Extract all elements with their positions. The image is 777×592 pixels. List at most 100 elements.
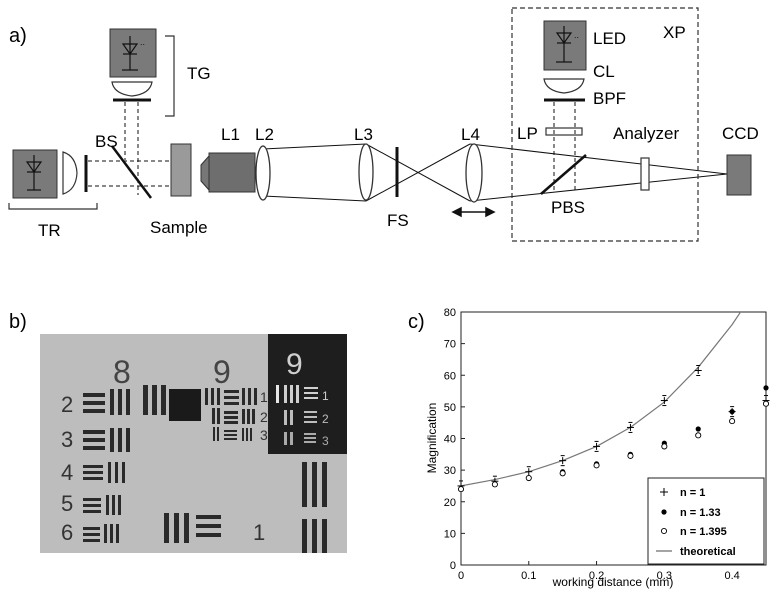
bpf-label: BPF xyxy=(593,89,626,108)
analyzer-label: Analyzer xyxy=(613,124,679,143)
svg-text:1: 1 xyxy=(253,520,265,545)
l4-translation-arrow-icon xyxy=(451,206,496,218)
target-square xyxy=(169,389,201,421)
svg-text:2: 2 xyxy=(322,412,329,426)
point-n1395 xyxy=(525,474,532,482)
point-n1395 xyxy=(593,462,600,469)
y-tick-label: 60 xyxy=(444,370,456,382)
xp-module xyxy=(511,7,699,242)
left-elements: 2 3 4 5 6 xyxy=(61,385,201,545)
y-tick-label: 50 xyxy=(444,402,456,414)
bottom-elements: 1 xyxy=(164,462,327,553)
data-points xyxy=(457,365,770,493)
y-tick-label: 80 xyxy=(444,307,456,319)
x-tick-label: 0.3 xyxy=(657,570,672,582)
ray-paths xyxy=(262,143,728,202)
bs-label: BS xyxy=(95,132,118,151)
l2-label: L2 xyxy=(255,125,274,144)
point-n1395 xyxy=(457,486,465,493)
led-source: .. xyxy=(543,20,587,71)
polarizing-beam-splitter xyxy=(540,154,587,195)
objective-l1 xyxy=(200,152,256,193)
point-n1395 xyxy=(762,400,770,407)
analyzer xyxy=(640,157,650,191)
lens-l2 xyxy=(255,145,271,201)
legend-label-n1395: n = 1.395 xyxy=(680,526,727,538)
zoom-inset: 9 1 2 3 xyxy=(268,334,347,454)
svg-text:1: 1 xyxy=(260,389,268,405)
legend-marker-plus-icon xyxy=(660,488,668,496)
l4-label: L4 xyxy=(461,125,480,144)
point-n1395 xyxy=(627,452,634,459)
pbs-label: PBS xyxy=(551,198,585,217)
point-n133 xyxy=(695,426,701,432)
point-n133 xyxy=(729,409,735,415)
ccd-label: CCD xyxy=(722,124,759,143)
panel-b-label: b) xyxy=(9,311,27,333)
svg-text:3: 3 xyxy=(61,427,73,452)
ccd-camera xyxy=(726,154,752,196)
led-label: LED xyxy=(593,29,626,48)
group-8-label: 8 xyxy=(113,354,131,390)
point-n1 xyxy=(593,440,601,452)
xp-label: XP xyxy=(663,23,686,42)
svg-text:2: 2 xyxy=(260,409,268,425)
x-axis-label: working distance (mm) xyxy=(552,575,674,589)
cl-label: CL xyxy=(593,62,615,81)
svg-text:3: 3 xyxy=(260,427,268,443)
svg-text:2: 2 xyxy=(61,392,73,417)
x-tick-label: 0 xyxy=(458,570,464,582)
point-n133 xyxy=(763,385,769,391)
svg-text:1: 1 xyxy=(322,389,329,403)
point-n1395 xyxy=(491,481,498,488)
beam-splitter xyxy=(111,145,152,199)
sample xyxy=(170,143,192,197)
svg-text:6: 6 xyxy=(61,520,73,545)
legend-label-n133: n = 1.33 xyxy=(680,507,721,519)
svg-text:5: 5 xyxy=(61,491,73,516)
legend-marker-dot-icon xyxy=(661,509,667,515)
tg-source: .. TG xyxy=(109,28,211,195)
point-n1 xyxy=(559,455,567,467)
lens-l4 xyxy=(465,143,483,203)
y-tick-label: 40 xyxy=(444,434,456,446)
y-tick-label: 0 xyxy=(450,560,456,572)
panel-a-schematic: a) .. TG TR xyxy=(8,7,759,242)
point-n1395 xyxy=(559,470,566,477)
svg-text:4: 4 xyxy=(61,460,73,485)
point-n1395 xyxy=(729,418,736,425)
x-axis-ticks: 0 0.1 0.2 0.3 0.4 xyxy=(458,561,740,582)
l3-label: L3 xyxy=(354,125,373,144)
legend: n = 1 n = 1.33 n = 1.395 theoretical xyxy=(647,477,765,565)
group-9-label: 9 xyxy=(213,354,231,390)
legend-marker-circle-icon xyxy=(660,527,668,535)
panel-b-resolution-target: b) 8 9 2 3 4 5 6 xyxy=(9,311,347,553)
point-n1 xyxy=(660,395,668,407)
point-n1395 xyxy=(661,443,668,450)
point-n1 xyxy=(626,421,634,433)
tr-source: TR xyxy=(8,149,170,240)
y-tick-label: 70 xyxy=(444,339,456,351)
y-axis-label: Magnification xyxy=(425,403,439,474)
panel-a-label: a) xyxy=(9,25,27,47)
l1-label: L1 xyxy=(221,125,240,144)
legend-label-theoretical: theoretical xyxy=(680,546,736,558)
sample-label: Sample xyxy=(150,218,208,237)
point-n1395 xyxy=(695,432,702,439)
legend-label-n1: n = 1 xyxy=(680,487,705,499)
x-tick-label: 0.4 xyxy=(724,570,739,582)
x-tick-label: 0.2 xyxy=(589,570,604,582)
lens-l3 xyxy=(358,143,374,201)
lp-label: LP xyxy=(517,124,538,143)
tr-label: TR xyxy=(38,221,61,240)
svg-text:..: .. xyxy=(140,37,145,47)
x-tick-label: 0.1 xyxy=(521,570,536,582)
svg-text:..: .. xyxy=(574,30,579,40)
group-9-elements: 1 2 3 xyxy=(205,388,268,443)
collector-lens xyxy=(543,78,585,94)
y-tick-label: 20 xyxy=(444,497,456,509)
tg-label: TG xyxy=(187,64,211,83)
